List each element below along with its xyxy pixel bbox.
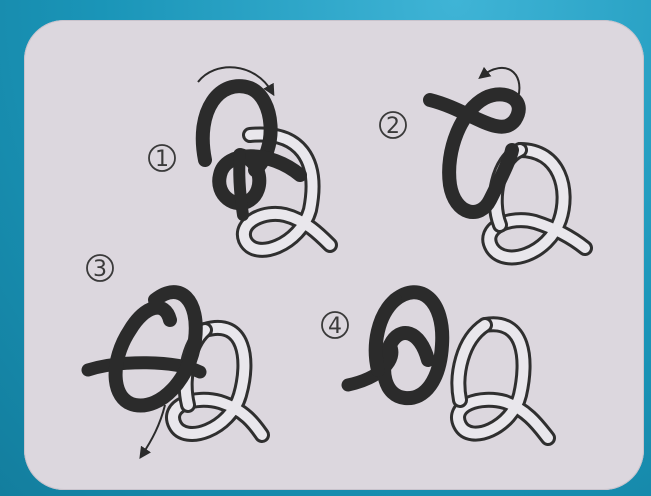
step-4-dark-rope <box>348 292 442 398</box>
svg-text:3: 3 <box>93 257 107 282</box>
step-4-light-rope <box>458 324 548 438</box>
step-3-pull-arrow <box>142 405 165 455</box>
step-1: 1 <box>149 67 330 250</box>
step-3-number: 3 <box>87 255 113 282</box>
step-4-number: 4 <box>322 312 348 339</box>
svg-text:1: 1 <box>155 147 169 172</box>
step-4: 4 <box>322 292 548 438</box>
svg-text:4: 4 <box>328 314 342 339</box>
step-1-number: 1 <box>149 145 175 172</box>
step-3: 3 <box>87 255 262 455</box>
step-2-dark-rope <box>430 94 519 212</box>
step-2-number: 2 <box>380 112 406 139</box>
step-2: 2 <box>380 68 585 258</box>
step-1-dark-rope <box>203 86 300 215</box>
svg-text:2: 2 <box>386 114 400 139</box>
